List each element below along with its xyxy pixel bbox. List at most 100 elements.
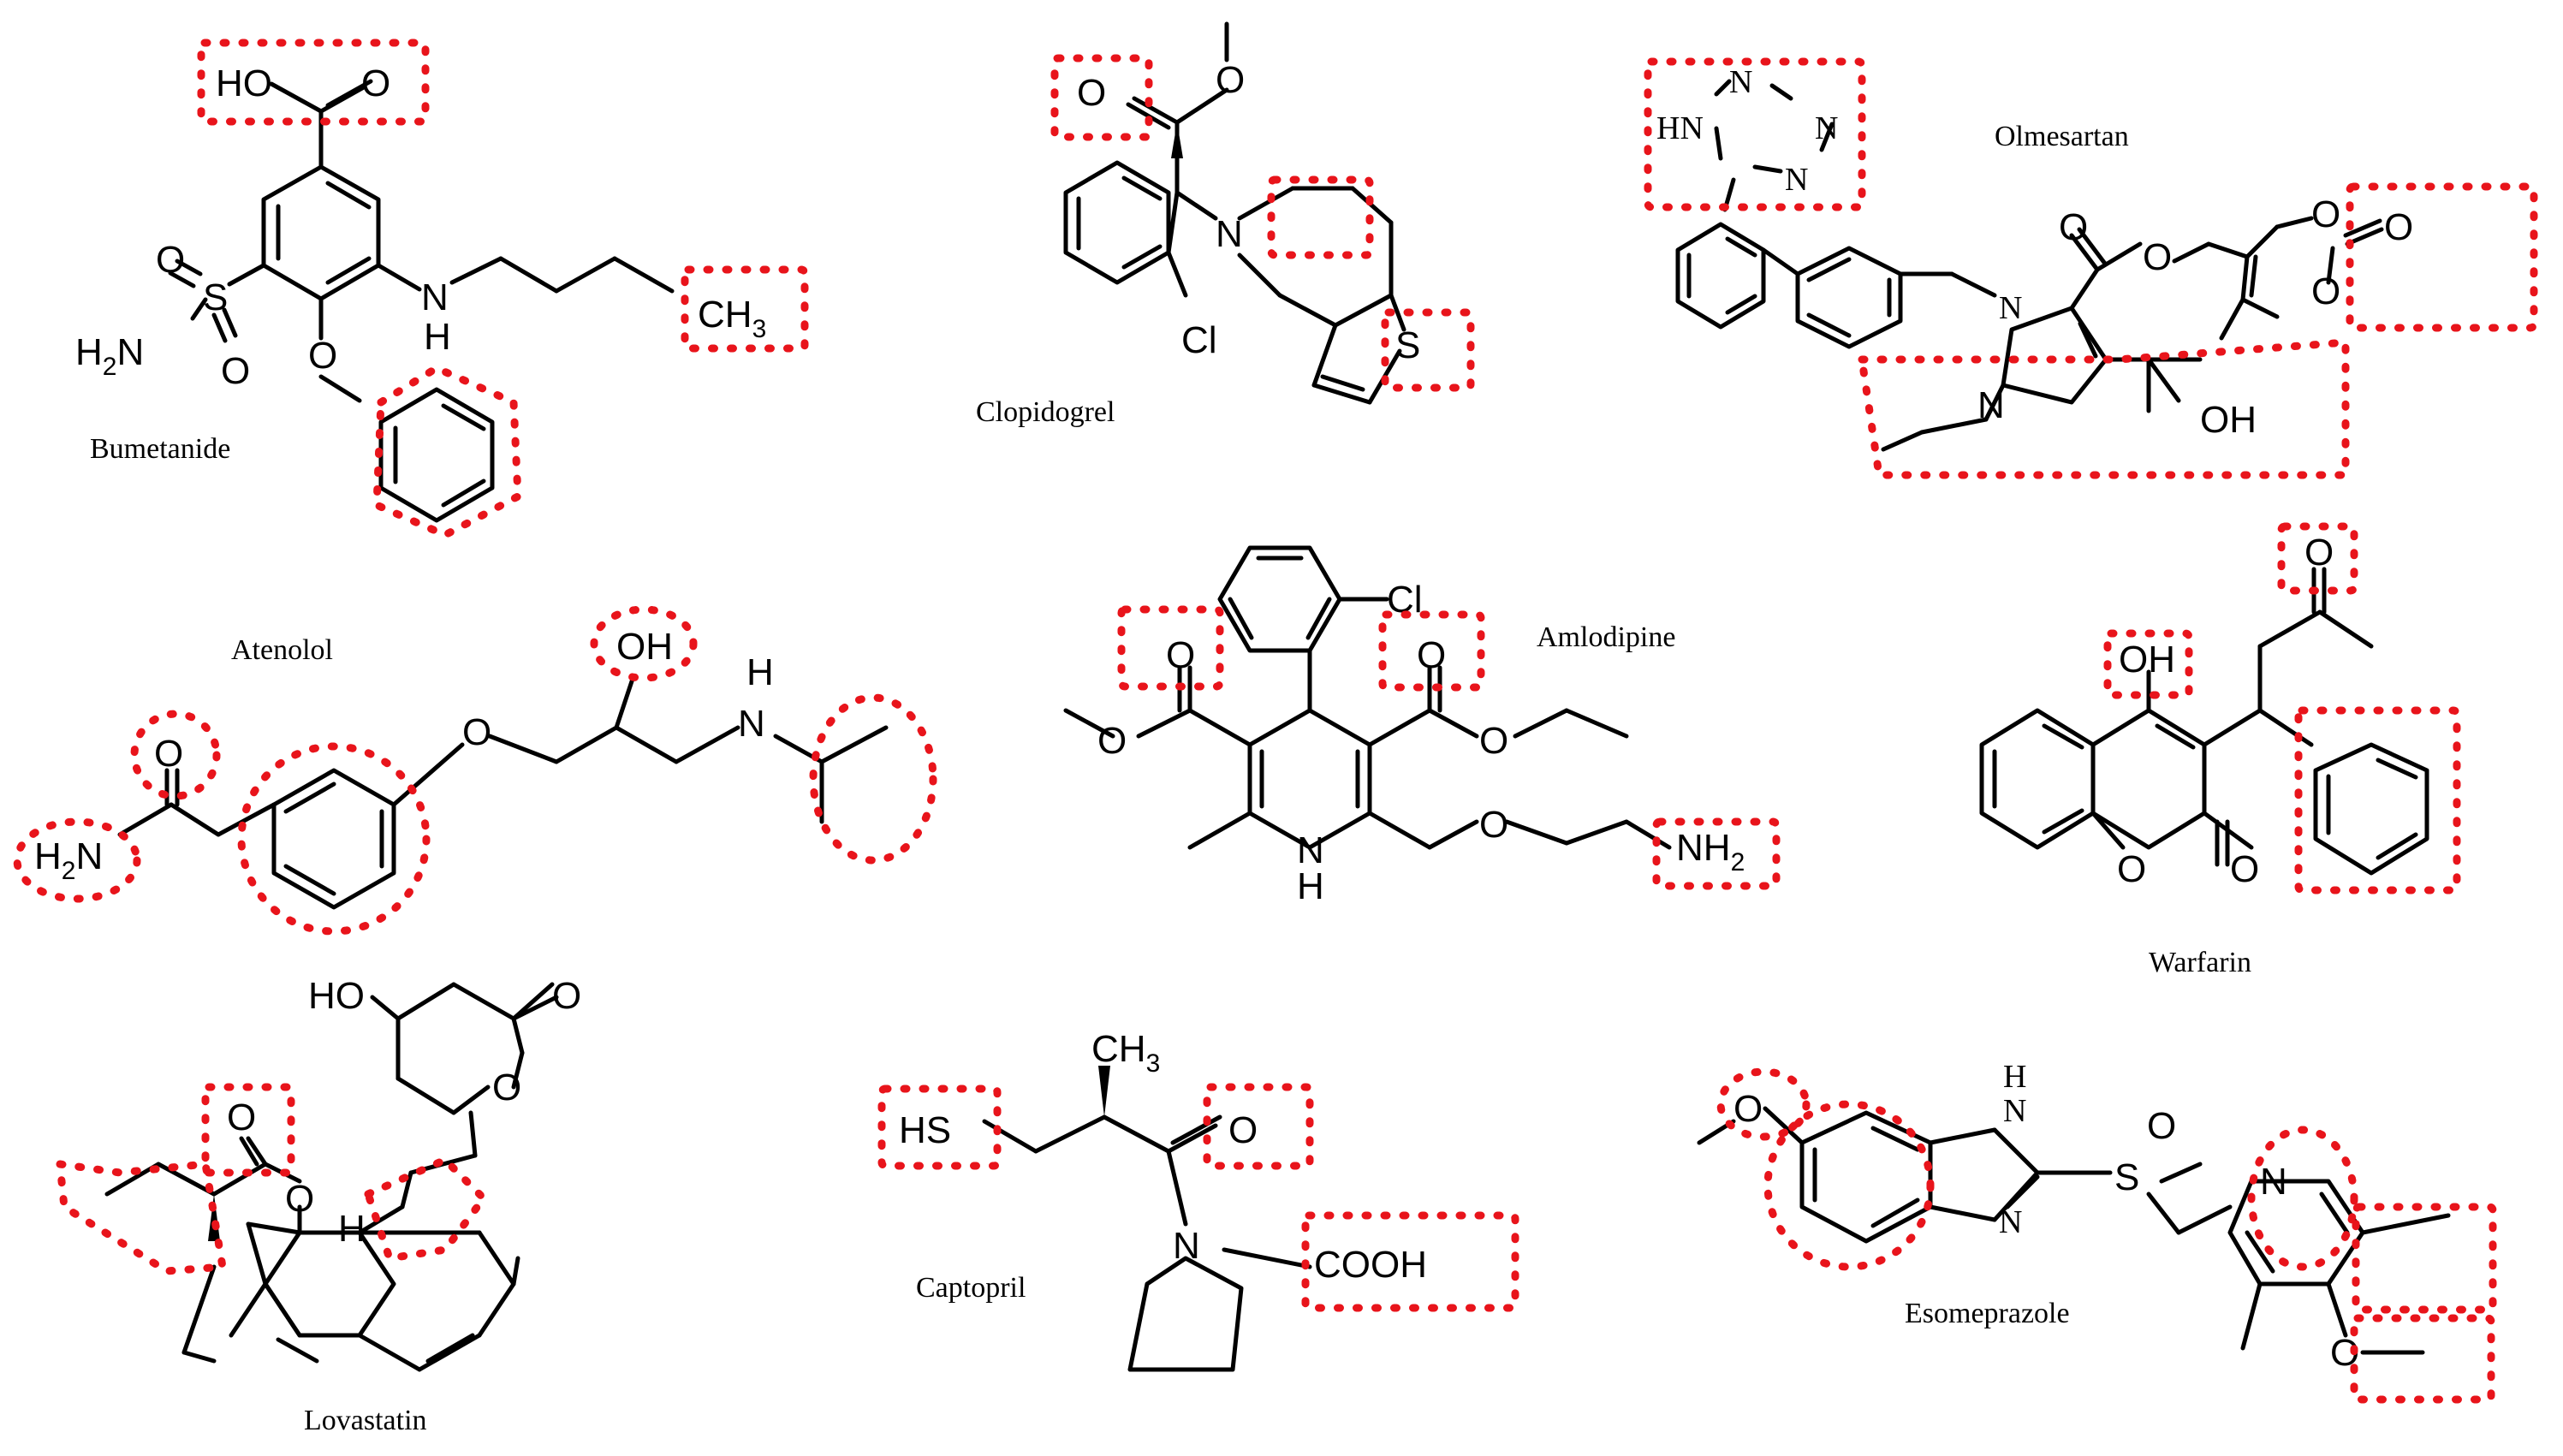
amlodipine-ring-h-label: H xyxy=(1297,865,1324,907)
olmesartan-dioxolone-o1-label: O xyxy=(2311,193,2340,235)
lovastatin-lactone-ring-o-label: O xyxy=(492,1067,521,1108)
olmesartan-ester-o-label: O xyxy=(2143,236,2172,278)
lovastatin-ho-label: HO xyxy=(308,975,365,1017)
bumetanide-structure: HO O S O O H2N N H O CH3 Bumetanide xyxy=(75,39,809,539)
lovastatin-bonds xyxy=(104,982,559,1372)
olmesartan-tetrazole-n3-label: N xyxy=(1815,110,1838,146)
esomeprazole-bonds xyxy=(1697,1106,2451,1355)
amlodipine-ester-o1-label: O xyxy=(1097,720,1127,762)
olmesartan-imidazole-n1-label: N xyxy=(1999,290,2022,326)
atenolol-bonds xyxy=(117,674,889,910)
warfarin-bonds xyxy=(1979,567,2429,876)
esomeprazole-s-label: S xyxy=(2114,1156,2139,1198)
bumetanide-sulfonyl-o1-label: O xyxy=(156,239,185,281)
olmesartan-structure: HN N N N N N O O O O O OH Olmesartan xyxy=(1644,57,2538,479)
amlodipine-highlights xyxy=(1117,605,1781,890)
clopidogrel-structure: O O N Cl S Clopidogrel xyxy=(976,21,1475,428)
atenolol-amide-o-label: O xyxy=(154,733,183,775)
esomeprazole-name: Esomeprazole xyxy=(1905,1298,2070,1329)
captopril-structure: HS CH3 O N COOH Captopril xyxy=(877,1028,1519,1372)
amlodipine-chain-o-label: O xyxy=(1479,804,1508,846)
captopril-name: Captopril xyxy=(916,1272,1026,1304)
bumetanide-sulfur-label: S xyxy=(203,276,228,318)
bumetanide-bonds xyxy=(168,79,675,523)
bumetanide-name: Bumetanide xyxy=(90,433,230,465)
bumetanide-amine-n-label: N xyxy=(421,276,449,318)
lovastatin-highlights xyxy=(55,1083,489,1275)
warfarin-name: Warfarin xyxy=(2149,947,2251,978)
bumetanide-ether-o-label: O xyxy=(308,335,337,377)
esomeprazole-h-label: H xyxy=(2003,1059,2026,1095)
amlodipine-ring-n-label: N xyxy=(1297,829,1324,871)
olmesartan-carbonyl-o-label: O xyxy=(2059,206,2088,248)
esomeprazole-sulfoxide-o-label: O xyxy=(2147,1105,2176,1147)
warfarin-oh-label: OH xyxy=(2119,639,2175,680)
bumetanide-ch3-label: CH3 xyxy=(698,294,766,343)
esomeprazole-pyridine-n-label: N xyxy=(2260,1161,2287,1203)
olmesartan-imidazole-n3-label: N xyxy=(1977,384,2005,426)
amlodipine-ester-o2-label: O xyxy=(1479,720,1508,762)
warfarin-highlights xyxy=(2103,522,2461,894)
bumetanide-hooc-label: HO xyxy=(216,62,272,104)
olmesartan-tetrazole-n2-label: N xyxy=(1729,64,1752,100)
esomeprazole-n3-label: N xyxy=(1999,1204,2022,1240)
lovastatin-structure: HO O O O O H Lovastatin xyxy=(55,975,581,1436)
warfarin-lactone-o-label: O xyxy=(2230,848,2259,890)
atenolol-structure: O H2N O OH N H Atenolol xyxy=(13,605,937,936)
bumetanide-highlights xyxy=(197,39,809,539)
captopril-o-label: O xyxy=(1228,1109,1258,1151)
bumetanide-amine-h-label: H xyxy=(424,316,451,358)
atenolol-amine-h-label: H xyxy=(746,651,774,693)
clopidogrel-carbonyl-o-label: O xyxy=(1077,72,1106,114)
lovastatin-h-label: H xyxy=(338,1208,366,1250)
captopril-cooh-label: COOH xyxy=(1314,1244,1427,1286)
olmesartan-dioxolone-o2-label: O xyxy=(2311,270,2340,312)
clopidogrel-highlights xyxy=(1050,54,1475,392)
warfarin-ketone-o-label: O xyxy=(2304,532,2334,573)
olmesartan-tetrazole-n4-label: N xyxy=(1785,162,1808,198)
captopril-ch3-label: CH3 xyxy=(1091,1028,1160,1078)
clopidogrel-s-label: S xyxy=(1395,324,1420,366)
captopril-wedge-bond xyxy=(1098,1066,1110,1117)
atenolol-highlights xyxy=(13,605,937,936)
amlodipine-name: Amlodipine xyxy=(1537,621,1675,653)
amlodipine-structure: Cl O O O O N H O NH2 Amlodipine xyxy=(1063,545,1781,907)
esomeprazole-n1-label: N xyxy=(2003,1093,2026,1129)
amlodipine-nh2-label: NH2 xyxy=(1676,827,1745,877)
atenolol-ether-o-label: O xyxy=(462,711,491,753)
olmesartan-oh-label: OH xyxy=(2200,399,2257,441)
esomeprazole-structure: O H N N S O N O Esomeprazole xyxy=(1697,1059,2497,1404)
bumetanide-sulfonyl-o2-label: O xyxy=(221,350,250,392)
lovastatin-name: Lovastatin xyxy=(304,1405,427,1436)
bumetanide-carboxyl-o-label: O xyxy=(361,62,390,104)
captopril-hs-label: HS xyxy=(899,1109,951,1151)
atenolol-h2n-label: H2N xyxy=(34,835,103,885)
lovastatin-ester-carbonyl-o-label: O xyxy=(227,1096,256,1138)
olmesartan-exo-o-label: O xyxy=(2384,206,2413,248)
clopidogrel-name: Clopidogrel xyxy=(976,396,1115,428)
clopidogrel-cl-label: Cl xyxy=(1181,319,1217,361)
warfarin-ring-o-label: O xyxy=(2117,848,2146,890)
olmesartan-tetrazole-hn-label: HN xyxy=(1656,110,1704,146)
lovastatin-ester-o-label: O xyxy=(285,1178,314,1220)
clopidogrel-wedge-bond xyxy=(1171,122,1183,158)
amlodipine-bonds xyxy=(1063,545,1672,850)
clopidogrel-n-label: N xyxy=(1216,213,1243,255)
captopril-bonds xyxy=(982,1114,1312,1372)
warfarin-structure: O OH O O Warfarin xyxy=(1979,522,2461,978)
lovastatin-lactone-carbonyl-o-label: O xyxy=(552,975,581,1017)
atenolol-name: Atenolol xyxy=(231,634,333,666)
bumetanide-h2n-label: H2N xyxy=(75,331,144,381)
atenolol-amine-n-label: N xyxy=(738,703,765,745)
captopril-highlights xyxy=(877,1083,1519,1312)
amlodipine-carbonyl-o1-label: O xyxy=(1166,634,1195,676)
olmesartan-name: Olmesartan xyxy=(1995,121,2129,152)
atenolol-oh-label: OH xyxy=(616,626,673,668)
lovastatin-wedge-bond xyxy=(208,1194,220,1241)
olmesartan-highlights xyxy=(1644,57,2538,479)
captopril-n-label: N xyxy=(1173,1225,1200,1267)
esomeprazole-methoxy1-o-label: O xyxy=(1733,1088,1763,1130)
amlodipine-carbonyl-o2-label: O xyxy=(1417,634,1446,676)
clopidogrel-ester-o-label: O xyxy=(1216,59,1245,101)
